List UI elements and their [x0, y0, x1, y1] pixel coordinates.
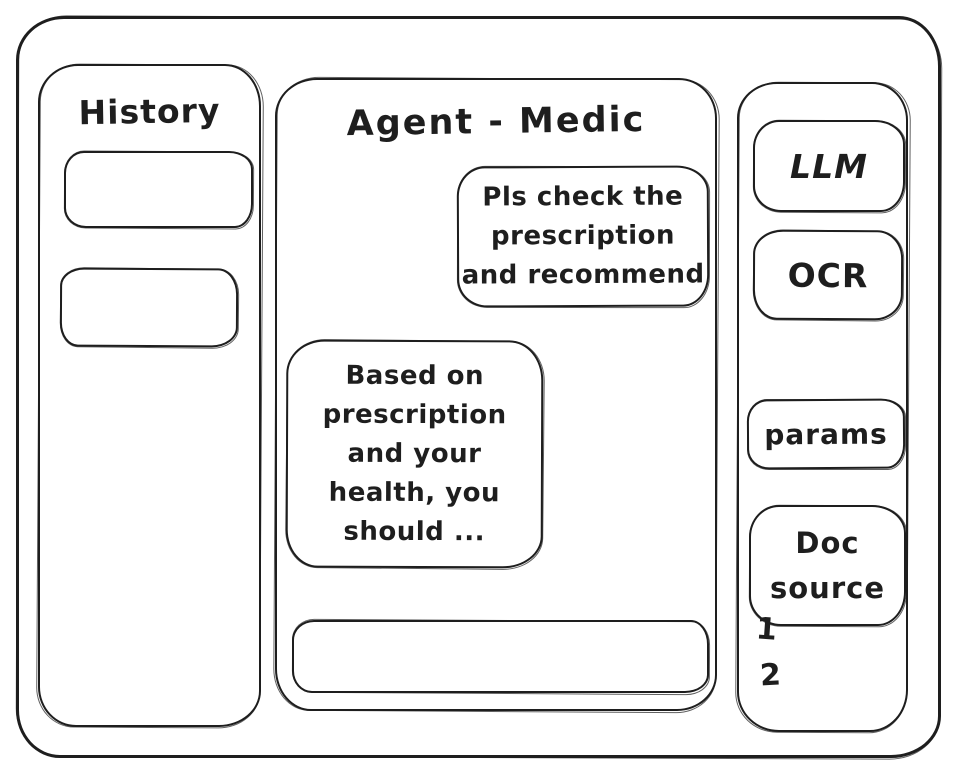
message-line: and your	[347, 438, 482, 469]
message-line: and recommend	[461, 259, 705, 291]
message-line: health, you	[328, 477, 501, 508]
doc-source-label-line: Doc	[795, 525, 860, 560]
message-line: prescription	[490, 220, 676, 252]
user-message-bubble: Pls check the prescription and recommend	[456, 165, 710, 308]
history-item-1[interactable]	[64, 151, 253, 228]
chat-title: Agent - Medic	[346, 99, 646, 145]
doc-source-item-1: 1	[754, 611, 779, 648]
message-line: Based on	[345, 360, 485, 391]
message-line: should ...	[343, 516, 486, 547]
doc-source-button[interactable]: Doc source	[749, 505, 906, 626]
llm-button[interactable]: LLM	[753, 120, 905, 212]
assistant-message-bubble: Based on prescription and your health, y…	[285, 339, 544, 569]
tools-panel: LLM OCR params Doc source 1 2	[737, 82, 908, 732]
history-panel: History	[38, 64, 261, 727]
doc-source-item-2: 2	[759, 657, 782, 694]
history-item-2[interactable]	[59, 267, 239, 348]
chat-panel: Agent - Medic Pls check the prescription…	[275, 78, 717, 711]
params-button[interactable]: params	[746, 398, 906, 470]
message-line: Pls check the	[482, 181, 684, 213]
message-line: prescription	[322, 399, 507, 430]
chat-input[interactable]	[292, 620, 709, 693]
doc-source-label-line: source	[770, 570, 885, 605]
history-title: History	[78, 90, 221, 133]
ocr-button[interactable]: OCR	[752, 229, 904, 321]
